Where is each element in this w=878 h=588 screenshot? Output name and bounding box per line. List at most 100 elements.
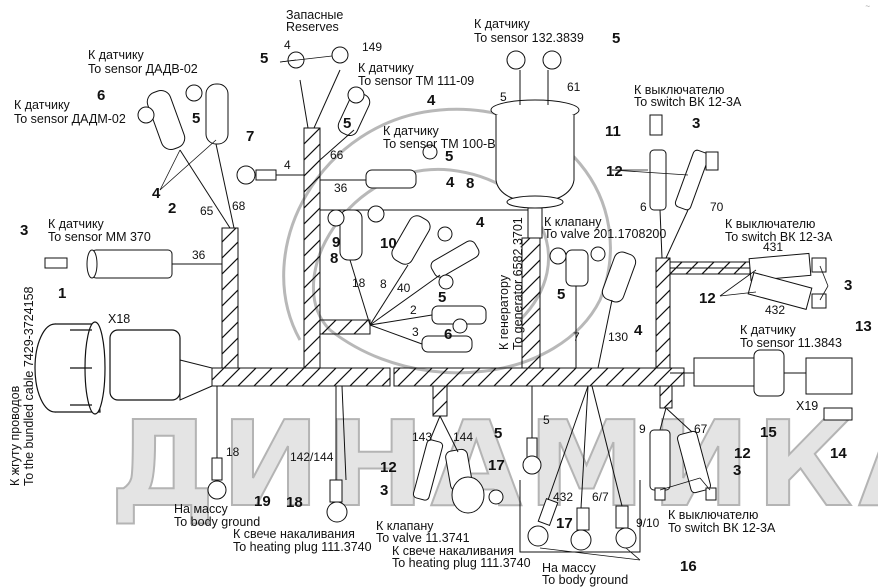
wire-36b: 36 — [192, 248, 206, 262]
label-sensor-dadv-en: To sensor ДАДВ-02 — [88, 62, 198, 76]
label-valve-113-ru: К клапану — [376, 519, 434, 533]
sensor-mm370-plug — [44, 249, 222, 279]
wire-2: 2 — [410, 303, 417, 317]
callout-18: 18 — [286, 494, 303, 511]
label-generator-en: To generator 6582.3701 — [511, 217, 525, 350]
sensor-11-3843 — [670, 349, 853, 421]
label-ground-left-ru: На массу — [174, 502, 228, 516]
label-switch-bot-ru: К выключателю — [668, 508, 759, 522]
callout-5f: 5 — [438, 289, 447, 306]
wire-7: 7 — [573, 330, 580, 344]
wire-6: 6 — [640, 200, 647, 214]
callout-5a: 5 — [260, 50, 269, 67]
label-sensor-tm111-ru: К датчику — [358, 61, 414, 75]
callout-14: 14 — [830, 445, 847, 462]
callout-10: 10 — [380, 235, 397, 252]
callout-3e: 3 — [380, 482, 389, 499]
wire-431: 431 — [763, 240, 784, 254]
wire-18b: 18 — [226, 445, 240, 459]
label-sensor-tm111-en: To sensor ТМ 111-09 — [358, 74, 475, 88]
callout-17b: 17 — [556, 515, 573, 532]
callout-5g: 5 — [557, 286, 566, 303]
label-sensor-11-en: To sensor 11.3843 — [740, 336, 842, 350]
label-switch-top-en: To switch ВК 12-3А — [634, 95, 742, 109]
label-reserves-ru: Запасные — [286, 8, 344, 22]
callout-3b: 3 — [692, 115, 701, 132]
callout-13: 13 — [855, 318, 872, 335]
wire-66: 66 — [330, 148, 344, 162]
callout-4a: 4 — [152, 185, 161, 202]
label-switch-mid-ru: К выключателю — [725, 217, 816, 231]
callout-19: 19 — [254, 493, 271, 510]
wire-432a: 432 — [765, 303, 786, 317]
label-sensor-mm370-en: To sensor ММ 370 — [48, 230, 151, 244]
wire-36a: 36 — [334, 181, 348, 195]
callout-8a: 8 — [466, 175, 475, 192]
wire-3: 3 — [412, 325, 419, 339]
callout-9: 9 — [332, 234, 341, 251]
callout-15: 15 — [760, 424, 777, 441]
label-sensor-132-ru: К датчику — [474, 17, 530, 31]
callout-12a: 12 — [606, 163, 623, 180]
callout-3d: 3 — [733, 462, 742, 479]
wire-4b: 4 — [284, 158, 291, 172]
wire-144: 144 — [453, 430, 474, 444]
callout-2: 2 — [168, 200, 177, 217]
callout-3c: 3 — [844, 277, 853, 294]
connector-x18 — [34, 321, 181, 415]
callout-4b: 4 — [427, 92, 436, 109]
label-ground-left-en: To body ground — [174, 515, 261, 529]
label-ground-right-ru: На массу — [542, 561, 596, 575]
boots-and-terminals — [137, 46, 827, 551]
wires — [179, 69, 750, 553]
label-sensor-tm100-ru: К датчику — [383, 124, 439, 138]
label-heating1-en: To heating plug 111.3740 — [233, 540, 372, 554]
label-reserves-en: Reserves — [286, 20, 339, 34]
label-switch-bot-en: To switch ВК 12-3А — [668, 521, 776, 535]
label-x18: X18 — [108, 312, 131, 326]
label-generator-ru: К генератору — [497, 274, 511, 350]
label-sensor-132-en: To sensor 132.3839 — [474, 31, 584, 45]
callout-17a: 17 — [488, 457, 505, 474]
wire-65: 65 — [200, 204, 214, 218]
wire-18a: 18 — [352, 276, 366, 290]
callout-12d: 12 — [380, 459, 397, 476]
callout-6a: 6 — [97, 87, 106, 104]
label-heating2-en: To heating plug 111.3740 — [392, 556, 531, 570]
leader-lines — [159, 55, 829, 561]
callout-12b: 12 — [699, 290, 716, 307]
wire-9-10: 9/10 — [636, 516, 660, 530]
label-sensor-mm370-ru: К датчику — [48, 217, 104, 231]
callout-5d: 5 — [445, 148, 454, 165]
wire-6-7: 6/7 — [592, 490, 609, 504]
wire-9: 9 — [639, 422, 646, 436]
wire-5b: 5 — [543, 413, 550, 427]
label-valve-113-en: To valve 11.3741 — [376, 531, 470, 545]
label-switch-mid-en: To switch ВК 12-3А — [725, 230, 833, 244]
callout-8b: 8 — [330, 250, 339, 267]
wire-149: 149 — [362, 40, 383, 54]
wire-70: 70 — [710, 200, 724, 214]
callout-5e: 5 — [612, 30, 621, 47]
wire-40: 40 — [397, 281, 411, 295]
callout-11: 11 — [605, 123, 621, 140]
label-valve-201-en: To valve 201.1708200 — [544, 227, 667, 241]
callout-7: 7 — [246, 128, 255, 145]
corner-mark: ~ — [865, 2, 870, 11]
wire-130: 130 — [608, 330, 629, 344]
label-x19: X19 — [796, 399, 819, 413]
callout-6b: 6 — [444, 326, 453, 343]
wire-5a: 5 — [500, 90, 507, 104]
label-sensor-tm100-en: To sensor ТМ 100-В — [383, 137, 496, 151]
callout-4e: 4 — [634, 322, 643, 339]
label-sensor-11-ru: К датчику — [740, 323, 796, 337]
label-valve-201-ru: К клапану — [544, 215, 602, 229]
label-sensor-dadv-ru: К датчику — [88, 48, 144, 62]
wire-142-144: 142/144 — [290, 450, 334, 464]
label-sensor-dadm-en: To sensor ДАДМ-02 — [14, 112, 126, 126]
label-switch-top-ru: К выключателю — [634, 83, 725, 97]
callout-4c: 4 — [446, 174, 455, 191]
callout-5h: 5 — [494, 425, 503, 442]
